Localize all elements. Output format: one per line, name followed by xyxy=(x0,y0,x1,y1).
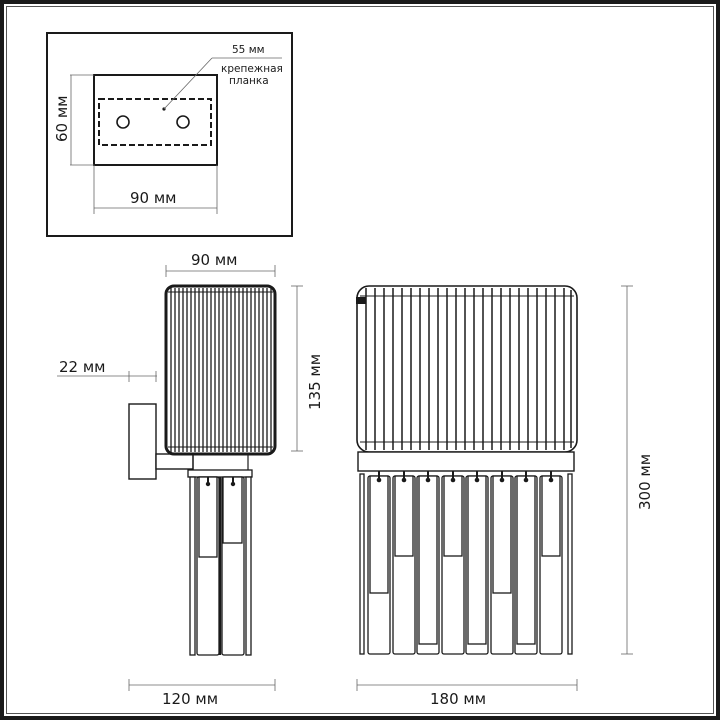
mounting-hole-right xyxy=(176,115,190,129)
front-crystals xyxy=(359,473,573,655)
side-hooks xyxy=(205,477,236,487)
plate-height-label: 60 мм xyxy=(53,96,71,143)
shade-height-label: 135 мм xyxy=(306,354,324,410)
side-view: 90 мм 22 мм xyxy=(57,251,324,708)
arm xyxy=(155,453,194,470)
wall-plate xyxy=(128,403,157,480)
overall-width-label: 180 мм xyxy=(430,690,486,708)
overall-height-label: 300 мм xyxy=(636,454,654,510)
leader-line xyxy=(163,57,213,110)
side-crystals xyxy=(189,476,252,656)
side-crystal-holder xyxy=(187,469,253,478)
bar-caption-line1: крепежная xyxy=(221,63,283,75)
front-hooks xyxy=(376,471,554,483)
side-shade xyxy=(164,284,277,456)
wall-offset-label: 22 мм xyxy=(59,358,106,376)
mounting-plate xyxy=(93,74,218,166)
inset-border xyxy=(46,32,293,237)
front-view: 300 мм 180 мм xyxy=(356,285,654,708)
bar-length-label: 55 мм xyxy=(232,44,265,56)
drawing-frame-inner xyxy=(6,6,714,714)
mounting-plate-inset: 55 мм крепежная планка 60 мм 90 мм xyxy=(46,32,293,237)
front-shade xyxy=(356,285,578,453)
mounting-hole-left xyxy=(116,115,130,129)
overall-depth-label: 120 мм xyxy=(162,690,218,708)
switch-knob xyxy=(356,297,366,304)
bar-caption-line2: планка xyxy=(229,75,269,87)
shade-width-label: 90 мм xyxy=(191,251,238,269)
mounting-bar-dashed xyxy=(98,98,212,146)
plate-width-label: 90 мм xyxy=(130,189,177,207)
front-crystal-holder xyxy=(357,451,575,472)
